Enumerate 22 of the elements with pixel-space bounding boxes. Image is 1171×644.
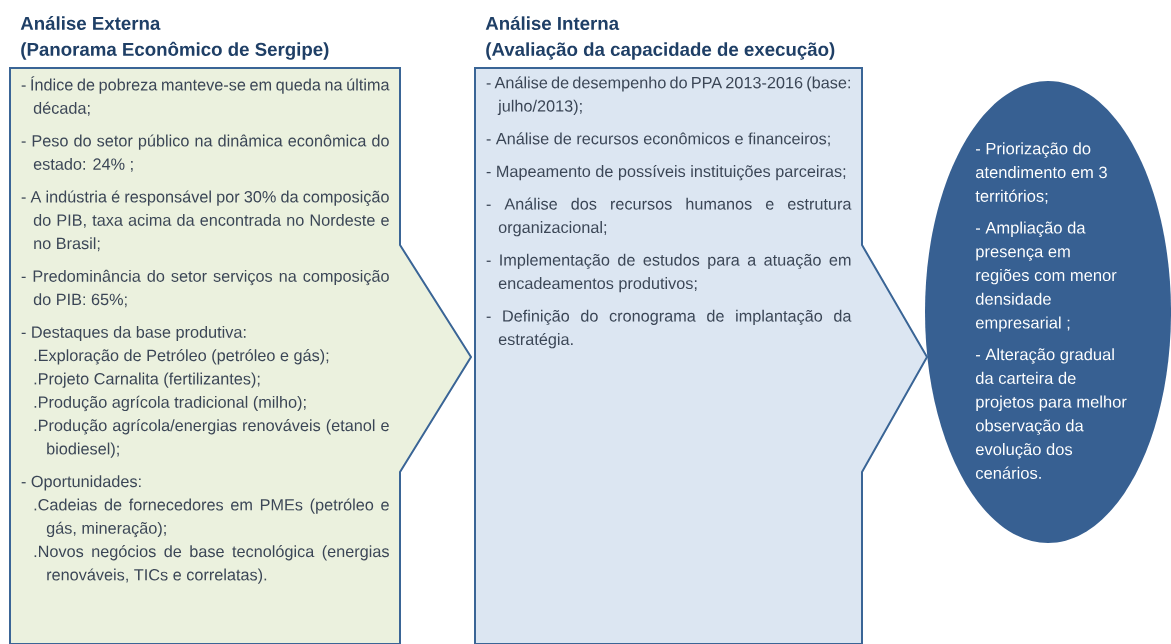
node-label: - Oportunidades:	[21, 475, 141, 491]
node-label: .Cadeias de fornecedores em PMEs (petróleo e gás, mineração);	[34, 498, 389, 538]
panel-heading: Análise Interna (Avaliação da capacidade de execução)	[485, 16, 835, 60]
node-label: .Produção agrícola tradicional (milho);	[34, 395, 306, 412]
analysis-panel: - Análise de desempenho do PPA 2013-2016 (base: julho/2013); - Análise de recursos econômicos e financeiros; - Mapeamento de possíveis instituições parceiras; - Análise dos recursos humanos e estrutura organizacional; - Implementação de estudos para a atuação em encadeamentos produtivos; - Definição do cronograma de implantação da estratégia.	[474, 67, 929, 644]
analysis-panel: - Índice de pobreza manteve-se em queda na última década; - Peso do setor público na dinâmica econômica do estado: 24% ; - A indústria é responsável por 30% da composição do PIB, taxa acima da encontrada no Nordeste e no Brasil; - Predominância do setor serviços na composição do PIB: 65%; - Destaques da base produtiva: .Exploração de Petróleo (petróleo e gás); .Projeto Carnalita (fertilizantes); .Produção agrícola tradicional (milho); .Produção agrícola/energias renováveis (etanol e biodiesel); - Oportunidades: .Cadeias de fornecedores em PMEs (petróleo e gás, mineração); .Novos negócios de base tecnológica (energias renováveis, TICs e correlatas).	[9, 67, 473, 644]
panel-heading: Análise Externa (Panorama Econômico de Sergipe)	[20, 16, 329, 60]
node-label: - Mapeamento de possíveis instituições parceiras;	[486, 164, 846, 181]
node-label: - Destaques da base produtiva:	[21, 325, 246, 342]
node-label: - Implementação de estudos para a atuação em encadeamentos produtivos;	[486, 253, 851, 293]
node-label: .Produção agrícola/energias renováveis (etanol e biodiesel);	[34, 419, 389, 458]
node-label: - Análise dos recursos humanos e estrutura organizacional;	[486, 197, 852, 237]
node-label: - Análise de recursos econômicos e financeiros;	[486, 132, 830, 147]
node-label: - A indústria é responsável por 30% da composição do PIB, taxa acima da encontrada no Nordeste e no Brasil;	[21, 190, 389, 252]
node-label: - Análise de desempenho do PPA 2013-2016 (base: julho/2013);	[486, 76, 850, 115]
node-label: - Predominância do setor serviços na composição do PIB: 65%;	[21, 269, 389, 308]
node-label: .Exploração de Petróleo (petróleo e gás);	[34, 349, 329, 365]
node-label: - Peso do setor público na dinâmica econômica do estado: 24% ;	[21, 134, 389, 172]
node-label: .Novos negócios de base tecnológica (energias renováveis, TICs e correlatas).	[34, 545, 389, 584]
node-label: .Projeto Carnalita (fertilizantes);	[34, 372, 260, 388]
node-label: - Definição do cronograma de implantação da estratégia.	[486, 309, 852, 349]
node-label: - Índice de pobreza manteve-se em queda na última década;	[21, 76, 390, 116]
